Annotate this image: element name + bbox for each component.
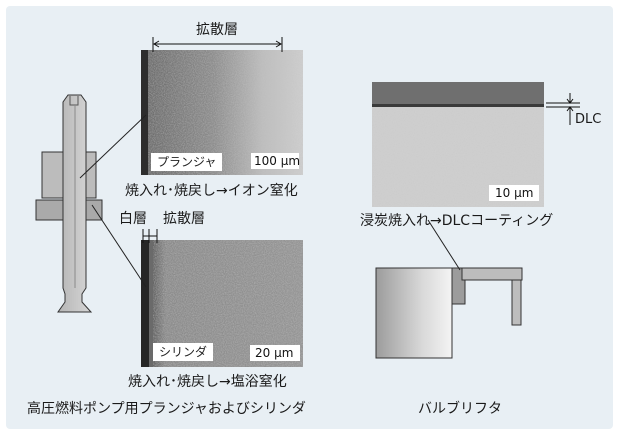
dlc-dimension <box>546 93 580 125</box>
plunger-scale-label: 100 µm <box>254 154 301 168</box>
figure-background <box>6 6 613 429</box>
cylinder-process-label: 焼入れ･焼戻し→塩浴窒化 <box>128 374 287 390</box>
plunger-tag: プランジャ <box>151 153 223 171</box>
plunger-diffusion-dimension <box>152 37 283 52</box>
dlc-scale-box <box>489 185 539 201</box>
lifter-caption: バルブリフタ <box>418 401 502 417</box>
valve-lifter-drawing <box>375 267 523 359</box>
plunger-diffusion-layer-label: 拡散層 <box>196 22 238 38</box>
cylinder-diffusion-layer-label: 拡散層 <box>163 211 205 227</box>
pump-part-drawing <box>35 94 103 313</box>
plunger-process-label: 焼入れ･焼戻し→イオン窒化 <box>125 183 298 199</box>
cylinder-scale-box <box>250 345 300 361</box>
cylinder-leader-line <box>91 204 147 288</box>
dlc-process-label: 浸炭焼入れ→DLCコーティング <box>360 213 554 229</box>
pump-caption: 高圧燃料ポンプ用プランジャおよびシリンダ <box>27 401 306 417</box>
plunger-scale-box <box>251 153 299 169</box>
cylinder-tag: シリンダ <box>153 343 214 361</box>
dlc-scale-label: 10 µm <box>495 186 534 200</box>
dlc-label: DLC <box>575 112 602 127</box>
cylinder-layer-dimension <box>142 229 158 243</box>
white-layer-label: 白層 <box>119 211 147 227</box>
plunger-leader-line <box>79 114 147 179</box>
lifter-leader-line <box>427 219 461 271</box>
cylinder-scale-label: 20 µm <box>255 346 294 360</box>
